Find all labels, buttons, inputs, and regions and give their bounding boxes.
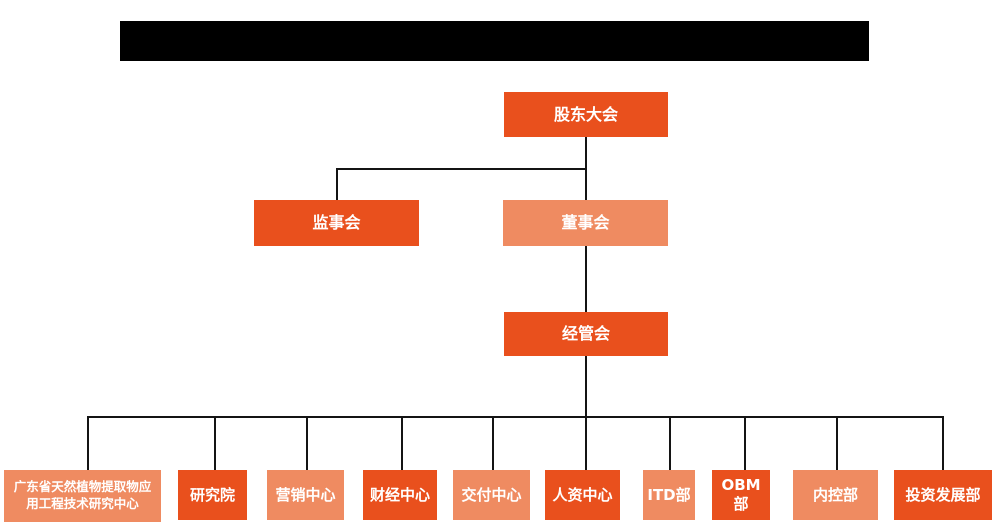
org-node-dept-marketing-center: 营销中心 [267,470,344,520]
connector-line [585,246,587,312]
org-node-board-of-directors: 董事会 [503,200,668,246]
connector-bus [87,416,944,418]
connector-line [942,416,944,470]
connector-line [87,416,89,470]
org-node-dept-itd: ITD部 [643,470,695,520]
org-node-dept-research-institute: 研究院 [178,470,247,520]
connector-line [744,416,746,470]
org-node-supervisory-board: 监事会 [254,200,419,246]
connector-line [492,416,494,470]
org-node-dept-hr-center: 人资中心 [545,470,620,520]
org-node-dept-obm: OBM部 [712,470,770,520]
connector-line [306,416,308,470]
org-node-dept-finance-center: 财经中心 [363,470,437,520]
connector-line [836,416,838,470]
org-node-dept-internal-control: 内控部 [793,470,878,520]
org-node-dept-delivery-center: 交付中心 [453,470,530,520]
redacted-title-bar [120,21,869,61]
connector-line [214,416,216,470]
org-node-management-committee: 经管会 [504,312,668,356]
connector-line [585,356,587,470]
org-node-dept-gd-research-center: 广东省天然植物提取物应用工程技术研究中心 [4,470,161,522]
connector-line [336,168,587,170]
connector-line [336,168,338,200]
connector-line [669,416,671,470]
org-node-dept-investment-development: 投资发展部 [894,470,992,520]
org-node-shareholders-meeting: 股东大会 [504,92,668,137]
connector-line [401,416,403,470]
